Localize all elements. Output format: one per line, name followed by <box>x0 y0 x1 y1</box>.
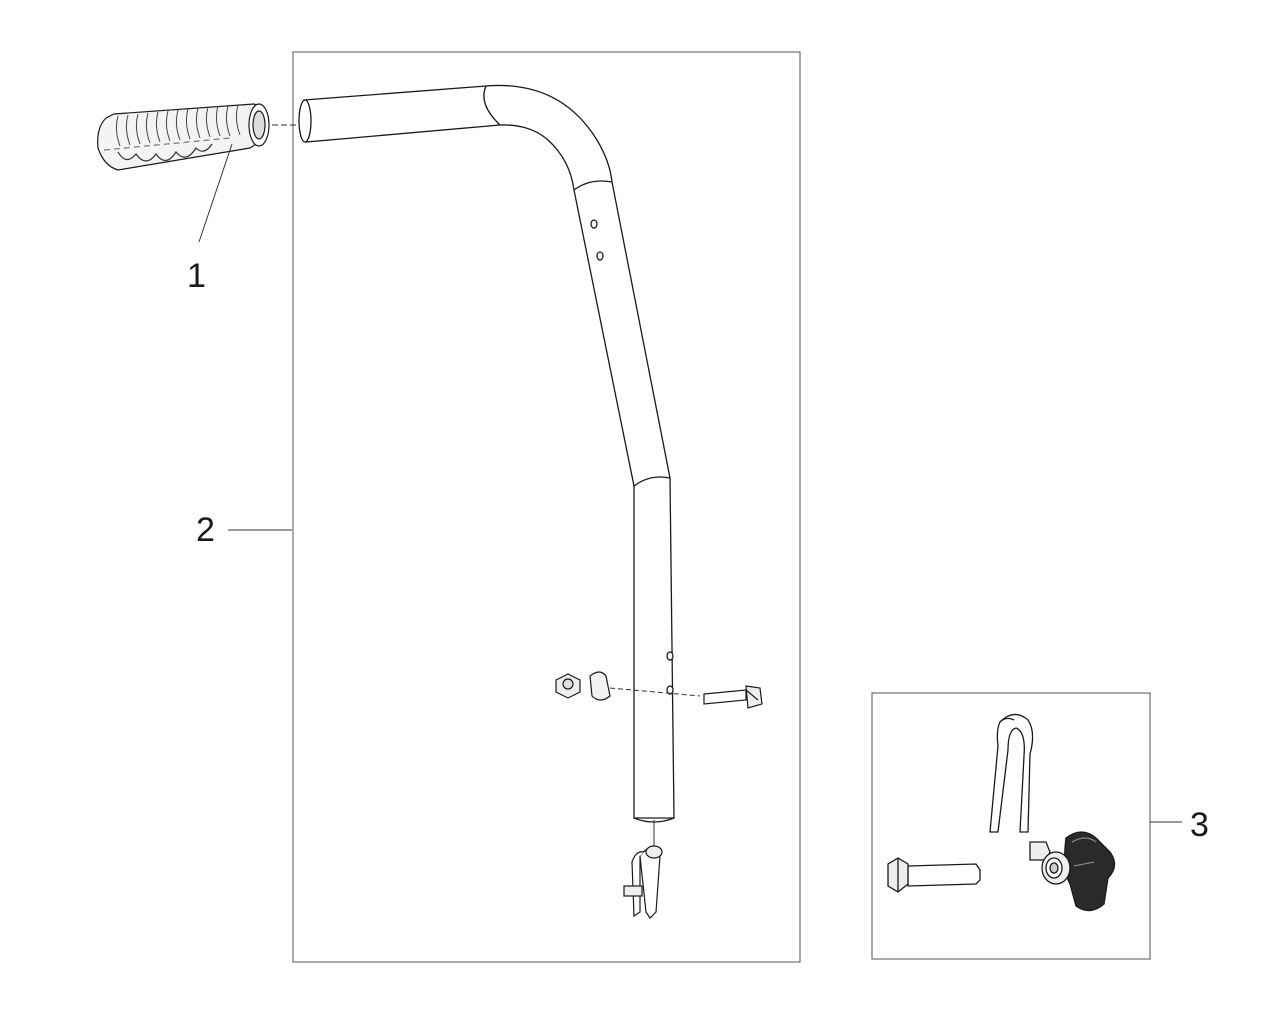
kit-bolt <box>887 857 981 893</box>
handle-bar-tube <box>298 84 675 823</box>
callout-number-1: 1 <box>187 257 206 295</box>
callout-number-2: 2 <box>196 511 215 549</box>
leader-line-1 <box>198 143 233 243</box>
callout-number-3: 3 <box>1190 806 1209 844</box>
handle-grip-part <box>97 103 270 171</box>
kit-hairpin-clip <box>989 713 1051 861</box>
kit-star-knob <box>1041 831 1116 912</box>
bottom-hairpin-clip <box>623 845 663 919</box>
assembly-box-2 <box>292 51 801 963</box>
lower-fastener-set <box>555 671 763 709</box>
assembly-box-3 <box>871 692 1151 960</box>
lower-fastener-axis <box>609 687 701 697</box>
